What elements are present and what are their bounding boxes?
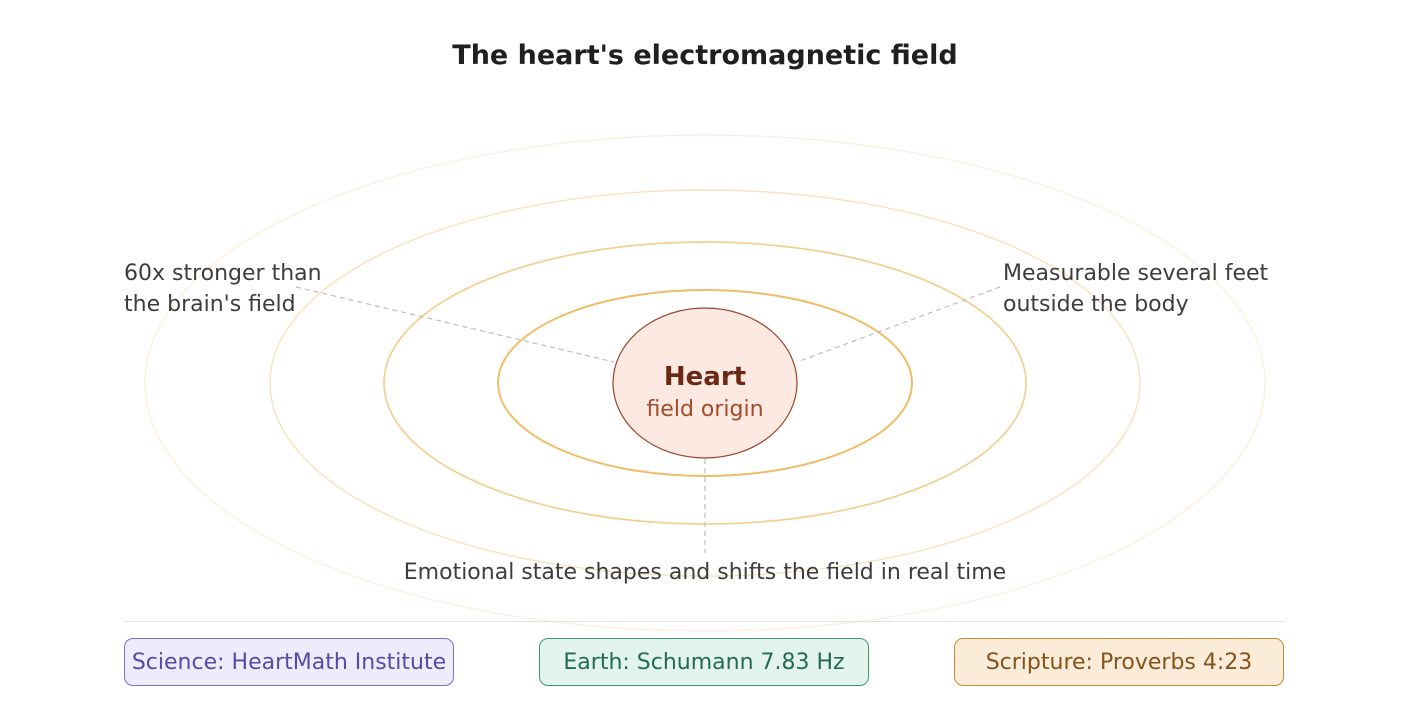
connector-right [796, 286, 1001, 363]
heart-sublabel: field origin [646, 397, 764, 422]
annotation-right-line1: Measurable several feet [1003, 261, 1269, 286]
source-pill-science: Science: HeartMath Institute [124, 638, 454, 686]
source-pill-scripture: Scripture: Proverbs 4:23 [954, 638, 1284, 686]
field-ring-inner [497, 289, 913, 477]
field-ring-3 [269, 189, 1141, 577]
annotation-right-line2: outside the body [1003, 292, 1189, 317]
heart-label: Heart [663, 362, 747, 392]
annotation-left-line2: the brain's field [124, 292, 296, 317]
field-ring-outer [144, 134, 1266, 632]
annotation-range: Measurable several feet outside the body [1003, 258, 1268, 320]
source-pill-earth: Earth: Schumann 7.83 Hz [539, 638, 869, 686]
divider [124, 621, 1286, 622]
heart-node [612, 307, 798, 459]
annotation-left-line1: 60x stronger than [124, 261, 322, 286]
diagram-title: The heart's electromagnetic field [452, 40, 958, 71]
connector-left [295, 286, 615, 363]
annotation-brain-comparison: 60x stronger than the brain's field [124, 258, 322, 320]
annotation-emotional-state: Emotional state shapes and shifts the fi… [403, 560, 1007, 585]
